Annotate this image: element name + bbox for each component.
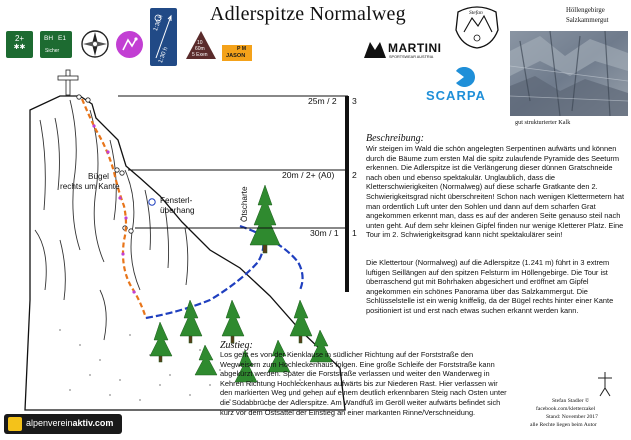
photo-caption: gut strukturierter Kalk [515,119,571,126]
protection-badge: BH E1 Sicher [40,31,72,58]
length-top: 10 [197,40,203,46]
rope-bot: JASON [226,53,246,59]
pitch-3-number: 3 [352,96,357,106]
fenster-sublabel: überhang [160,206,195,215]
fenster-overhang-icon [148,198,156,206]
rock-photo [510,31,628,116]
region-area: Salzkammergut [566,17,609,24]
summit-cross-icon [57,69,79,96]
pitch-grid [118,95,348,229]
bolt-markers [92,124,136,294]
climbing-club-text: Stefan [469,10,483,16]
author-signature-icon [590,370,620,398]
martini-logo: MARTINI SPORTSWEAR AUSTRIA [364,38,454,62]
difficulty-badge: 2+ ✱✱ [6,31,33,58]
compass-icon [80,29,110,59]
rope-badge: P M JASON [222,45,252,61]
pitch-3-length: 25m / 2 [308,96,337,106]
martini-text: MARTINI [388,41,442,55]
protection-left: BH [44,35,54,42]
scarpa-logo: SCARPA [426,66,506,106]
approach-text: Los geht es von der Kienklause in südlic… [220,350,507,417]
brand-prefix: alpenverein [26,418,73,428]
author-stand: Stand: November 2017 [546,414,598,420]
description-text-2: Die Klettertour (Normalweg) auf die Adle… [366,258,614,315]
martini-sub: SPORTSWEAR AUSTRIA [389,55,434,59]
buegel-label: Bügel [88,172,109,181]
pitch-1-length: 30m / 1 [310,228,339,238]
alpenverein-aktiv-logo: alpenvereinaktiv.com [4,414,122,434]
difficulty-grade: 2+ [14,34,25,43]
region-name: Höllengebirge [566,7,605,14]
protection-right: E1 [58,35,66,42]
difficulty-stars: ✱✱ [13,44,26,51]
pitch-scale-bar [345,96,349,292]
climbing-route-line [80,98,148,319]
page-title: Adlerspitze Normalweg [210,3,406,25]
description-heading: Beschreibung: [366,133,424,144]
buegel-sublabel: rechts um Kante [60,182,120,191]
forest-trees [149,184,333,383]
protection-sub: Sicher [45,48,60,54]
rope-top: P M [237,46,247,52]
climbing-club-logo: Stefan [452,4,502,50]
approach-heading: Zustieg: [220,340,253,351]
route-type-badge [116,31,143,58]
scarpa-text: SCARPA [426,88,486,103]
fenster-label: Fensterl- [160,196,193,205]
pitch-2-number: 2 [352,170,357,180]
length-badge: 10 60m 5 Exen [185,30,217,60]
author-name: Stefan Stadler © [552,398,590,404]
belay-anchors [76,94,134,234]
scree-field [59,329,321,406]
author-facebook[interactable]: facebook.com/kletterzakel [536,406,596,412]
scharte-label: Ötscharte [240,186,249,223]
brand-suffix: aktiv.com [72,418,114,428]
length-bot: 5 Exen [192,52,208,58]
pitch-2-length: 20m / 2+ (A0) [282,170,335,180]
description-text-1: Wir steigen im Wald die schön angelegten… [366,144,624,240]
author-rights: alle Rechte liegen beim Autor [530,422,597,428]
time-badge: 1:30 h 1:30 h [150,8,177,66]
pitch-1-number: 1 [352,228,357,238]
length-mid: 60m [195,46,205,52]
